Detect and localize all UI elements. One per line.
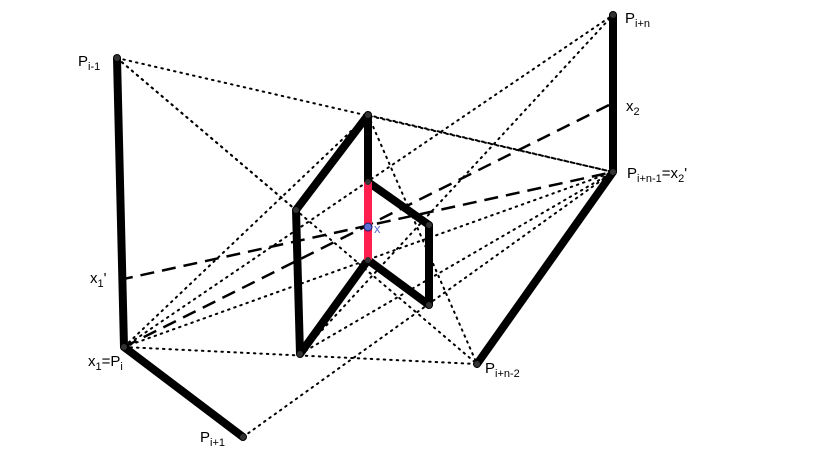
vertex-point [365, 257, 371, 263]
label-x2: x2 [626, 98, 640, 118]
vertex-point [426, 222, 432, 228]
label-p-i-plus-n-minus-2: Pi+n-2 [485, 360, 520, 380]
vertex-point [474, 361, 480, 367]
intersection-point [363, 222, 373, 232]
vertex-points [114, 12, 616, 440]
dotted-line [123, 114, 369, 348]
dotted-line [367, 114, 614, 173]
left-polyline [113, 54, 247, 441]
vertex-point [240, 434, 246, 440]
label-p-i-plus-n-minus-1-eq-x2prime: Pi+n-1=x2' [627, 165, 687, 185]
vertex-point [610, 12, 616, 18]
label-p-i-plus-1: Pi+1 [200, 429, 225, 449]
dotted-line [367, 114, 478, 365]
label-x1-eq-pi: x1=Pi [88, 353, 123, 373]
dotted-line [299, 171, 614, 355]
vertex-point [293, 207, 299, 213]
vertex-point [426, 302, 432, 308]
left-quadrilateral [292, 111, 372, 358]
dotted-line [123, 14, 614, 348]
vertex-point [297, 351, 303, 357]
vertex-point [610, 169, 616, 175]
label-p-i-minus-1: Pi-1 [78, 53, 100, 73]
right-polyline [473, 11, 617, 368]
intersection-label: x [374, 221, 381, 236]
vertex-point [365, 112, 371, 118]
vertex-point [121, 344, 127, 350]
dotted-line [299, 14, 614, 355]
label-p-i-plus-n: Pi+n [625, 10, 650, 30]
vertex-point [365, 179, 371, 185]
label-x1-prime: x1' [90, 270, 107, 290]
vertex-point [114, 55, 120, 61]
right-quadrilateral [364, 178, 433, 309]
